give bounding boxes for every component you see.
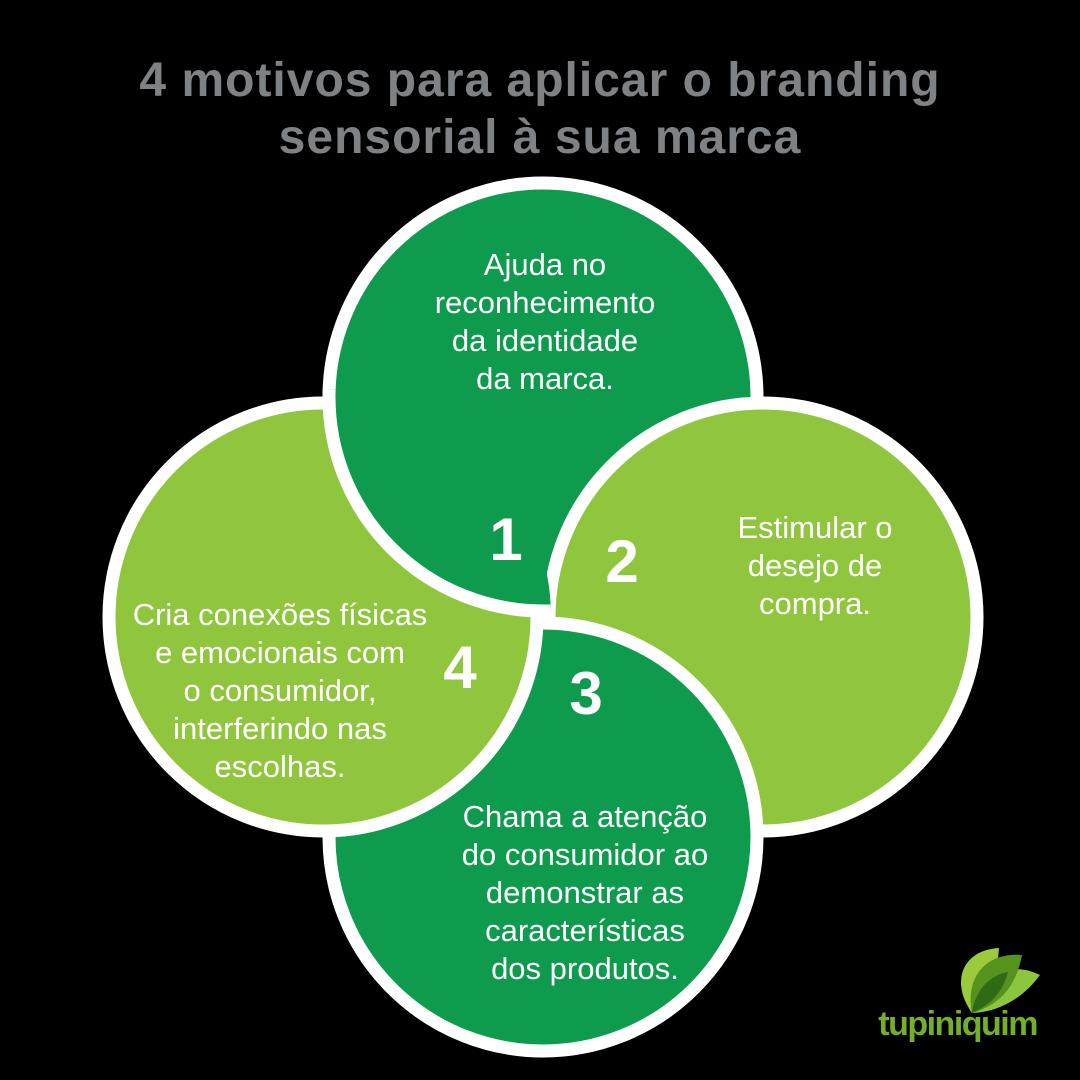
circle-4-number: 4 (443, 634, 477, 701)
tupiniquim-leaf-icon (960, 948, 1040, 1013)
title-line-2: sensorial à sua marca (278, 111, 802, 164)
text-line: do consumidor ao (461, 837, 709, 872)
text-line: demonstrar as (485, 875, 685, 910)
text-line: Chama a atenção (462, 799, 708, 834)
text-line: o consumidor, (183, 673, 377, 708)
text-line: características (485, 913, 685, 948)
text-line: e emocionais com (155, 635, 405, 670)
text-line: da identidade (451, 323, 639, 358)
text-line: Cria conexões físicas (132, 597, 428, 632)
circle-1-number: 1 (489, 506, 523, 573)
text-line: escolhas. (214, 749, 346, 784)
circle-3-text: Chama a atenção do consumidor ao demonst… (405, 798, 765, 988)
circle-2-number: 2 (605, 528, 639, 595)
circle-1-text: Ajuda no reconhecimento da identidade da… (385, 246, 705, 398)
text-line: interferindo nas (173, 711, 387, 746)
circle-4-text: Cria conexões físicas e emocionais com o… (110, 596, 450, 786)
circle-3-number: 3 (569, 660, 603, 727)
text-line: da marca. (476, 361, 614, 396)
text-line: dos produtos. (491, 951, 679, 986)
text-line: compra. (759, 586, 871, 621)
circle-2-text: Estimular o desejo de compra. (665, 509, 965, 623)
text-line: desejo de (747, 548, 883, 583)
page-title: 4 motivos para aplicar o branding sensor… (0, 52, 1080, 166)
text-line: Estimular o (737, 510, 893, 545)
text-line: Ajuda no (483, 247, 607, 282)
title-line-1: 4 motivos para aplicar o branding (139, 54, 941, 107)
tupiniquim-wordmark: tupiniquim (878, 1005, 1038, 1043)
text-line: reconhecimento (434, 285, 656, 320)
